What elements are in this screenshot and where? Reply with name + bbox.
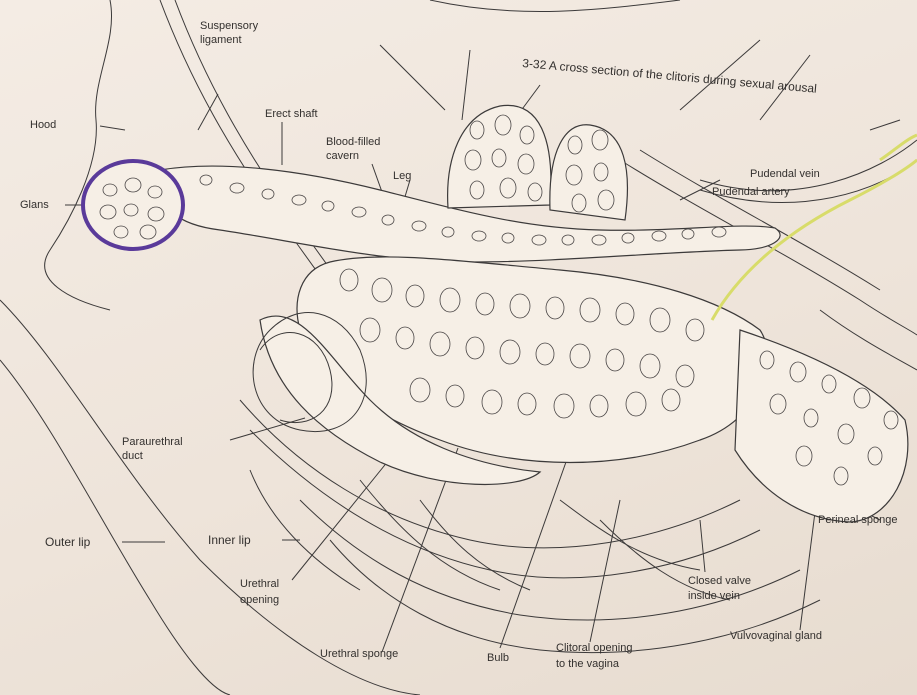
label-pudendal-artery: Pudendal artery [712, 186, 790, 199]
label-closed-valve-line2: inside vein [688, 590, 740, 603]
right-contour [820, 310, 917, 370]
label-urethral-opening-line2: opening [240, 594, 279, 607]
outer-lip-contour-2 [0, 360, 230, 695]
label-paraurethral-duct-line1: Paraurethral [122, 436, 183, 449]
label-inner-lip: Inner lip [208, 533, 251, 547]
label-glans: Glans [20, 199, 49, 212]
label-pudendal-vein: Pudendal vein [750, 168, 820, 181]
glans-outline [83, 161, 183, 249]
label-suspensory-ligament-line1: Suspensory [200, 20, 258, 33]
label-leg: Leg [393, 170, 411, 183]
label-paraurethral-duct-line2: duct [122, 450, 143, 463]
label-outer-lip: Outer lip [45, 535, 90, 549]
label-suspensory-ligament-line2: ligament [200, 34, 242, 47]
hood-contour [45, 0, 112, 310]
label-hood: Hood [30, 119, 56, 132]
label-vulvovaginal-gland: Vulvovaginal gland [730, 630, 822, 643]
label-blood-filled-cavern-line1: Blood-filled [326, 136, 380, 149]
label-erect-shaft: Erect shaft [265, 108, 318, 121]
erectile-lobe-left [448, 105, 551, 208]
perineal-sponge [735, 330, 908, 522]
top-contour [430, 0, 680, 12]
label-bulb: Bulb [487, 652, 509, 665]
label-closed-valve-line1: Closed valve [688, 575, 751, 588]
label-urethral-opening-line1: Urethral [240, 578, 279, 591]
label-clitoral-opening-line1: Clitoral opening [556, 642, 632, 655]
label-urethral-sponge: Urethral sponge [320, 648, 398, 661]
label-perineal-sponge: Perineal sponge [818, 514, 898, 527]
label-blood-filled-cavern-line2: cavern [326, 150, 359, 163]
label-clitoral-opening-line2: to the vagina [556, 658, 619, 671]
erectile-lobe-right [550, 125, 628, 220]
